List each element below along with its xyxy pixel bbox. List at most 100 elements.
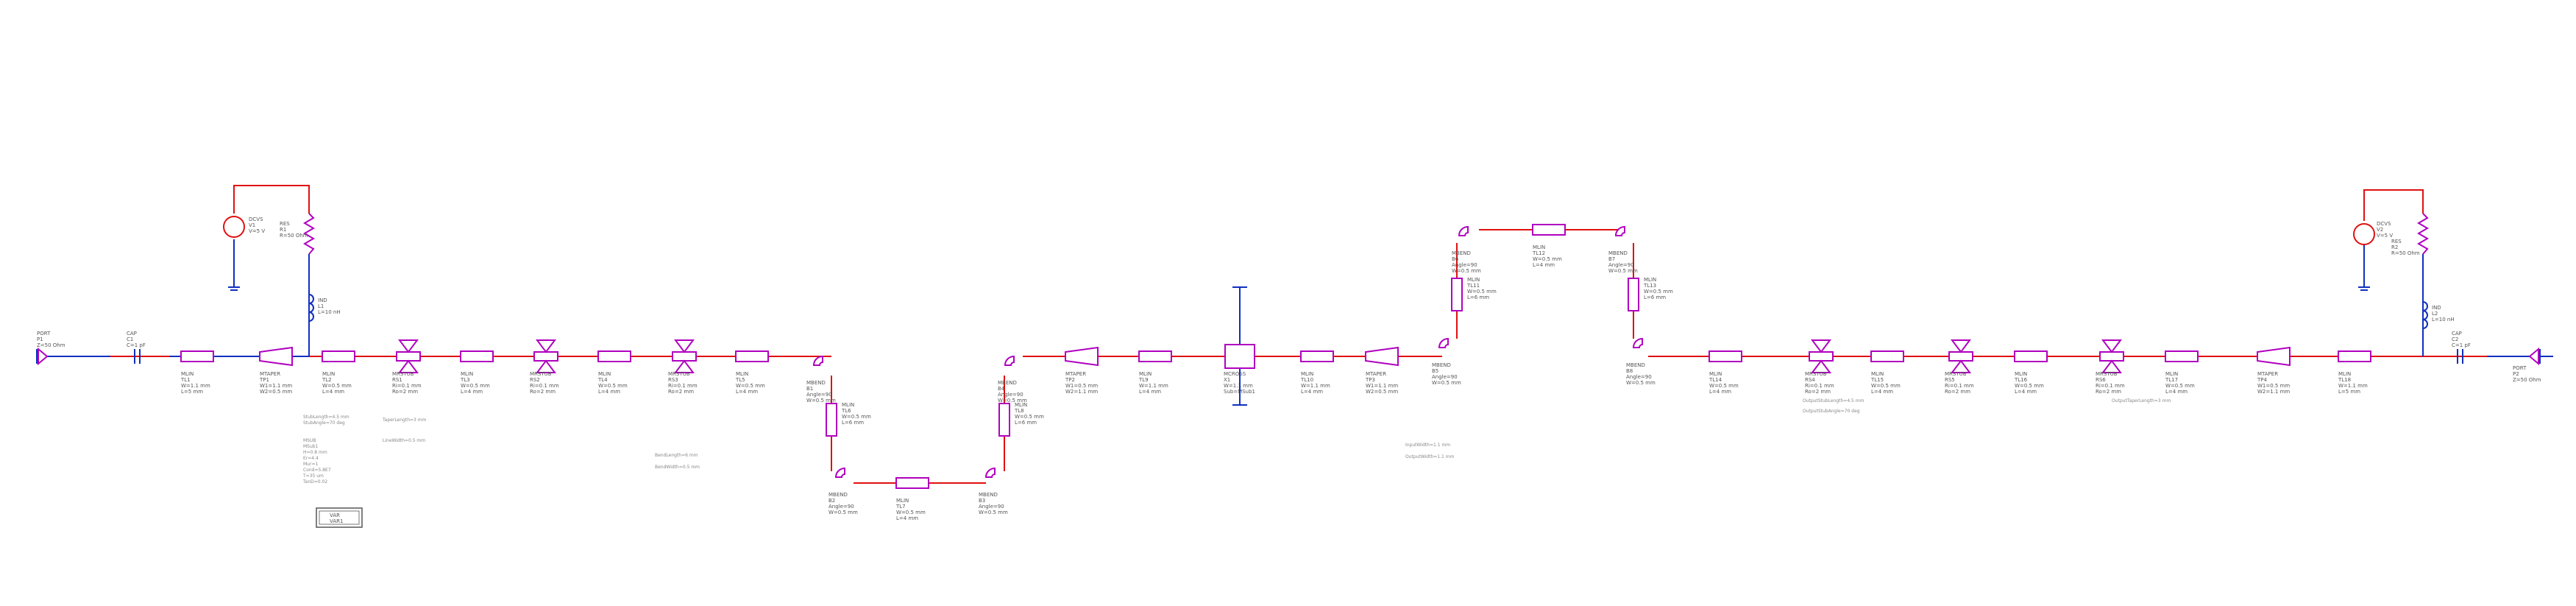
stub-lower	[536, 359, 556, 373]
capacitor-left[interactable]: CAP C1 C=1 pF	[127, 331, 146, 364]
element-label-1: TL15	[1870, 377, 1884, 383]
annotations: StubLength=4.5 mm StubAngle=70 deg Taper…	[303, 398, 2171, 470]
resistor-left[interactable]: RES R1 R=50 Ohm	[280, 213, 315, 255]
element-label-2: W=0.5 mm	[2015, 383, 2044, 389]
stub-lower	[1811, 359, 1831, 373]
element-label-0: MTAPER	[1366, 371, 1386, 377]
port-left[interactable]: PORT P1 Z=50 Ohm	[36, 331, 65, 366]
ind-left-label-1: L1	[318, 303, 324, 309]
element-label-0: MLIN	[1301, 371, 1313, 377]
bias-network-left: DCVS V1 V=5 V RES R1 R=50 Ohm IND L1 L=1…	[223, 185, 341, 356]
dc-source-left[interactable]: DCVS V1 V=5 V	[223, 216, 265, 238]
res-left-label-1: R1	[280, 227, 286, 233]
capacitor-right[interactable]: CAP C2 C=1 pF	[2452, 331, 2471, 364]
element-label-2: Ri=0.1 mm	[530, 383, 559, 389]
element-label-2: Angle=90	[1608, 262, 1634, 268]
element-label-3: W=0.5 mm	[806, 398, 836, 404]
element-label-3: W2=0.5 mm	[1366, 389, 1398, 395]
port-right[interactable]: PORT P2 Z=50 Ohm	[2513, 347, 2541, 383]
element-label-2: W=0.5 mm	[1871, 383, 1901, 389]
var-block[interactable]: VAR VAR1	[316, 507, 363, 528]
element-label-1: B3	[979, 498, 985, 504]
msub-line-0: MSUB	[303, 438, 316, 443]
element-label-2: W=0.5 mm	[598, 383, 628, 389]
element-label-3: L=4 mm	[1871, 389, 1893, 395]
msub-block[interactable]: MSUB MSub1 H=0.8 mm Er=4.4 Mur=1 Cond=5.…	[302, 438, 331, 485]
inductor-right[interactable]: IND L2 L=10 nH	[2422, 301, 2455, 329]
element-label-0: MTAPER	[1065, 371, 1086, 377]
dcvs-right-label-1: V2	[2377, 227, 2383, 233]
element-label-2: Angle=90	[1432, 374, 1458, 380]
element-label-3: L=4 mm	[598, 389, 620, 395]
line-body	[1628, 278, 1639, 311]
resistor-right[interactable]: RES R2 R=50 Ohm	[2391, 213, 2429, 256]
stub-upper	[536, 339, 556, 353]
taper-body	[1365, 346, 1399, 367]
note-right1-1: OutputStubAngle=70 deg	[1803, 409, 1860, 414]
port-left-label-1: P1	[37, 337, 43, 342]
dc-source-right[interactable]: DCVS V2 V=5 V	[2353, 221, 2393, 245]
line-body	[180, 350, 214, 362]
element-label-2: Ri=0.1 mm	[1805, 383, 1834, 389]
element-label-0: MLIN	[2015, 371, 2027, 377]
res-left-label-2: R=50 Ohm	[280, 233, 308, 239]
cap-right-label-2: C=1 pF	[2452, 342, 2471, 348]
inductor-left[interactable]: IND L1 L=10 nH	[308, 294, 341, 322]
element-label-0: MLIN	[181, 371, 194, 377]
cross-junction[interactable]	[1224, 286, 1255, 406]
element-label-0: MLIN	[2165, 371, 2178, 377]
element-label-3: L=4 mm	[896, 515, 918, 521]
bend-body	[1458, 225, 1469, 236]
element-label-3: Ro=2 mm	[2096, 389, 2121, 395]
note-mid1-1: BendWidth=0.5 mm	[655, 465, 700, 470]
element-label-0: MLIN	[2338, 371, 2351, 377]
port-right-label-2: Z=50 Ohm	[2513, 377, 2541, 383]
element-label-0: MLIN	[461, 371, 473, 377]
stub-upper	[674, 339, 695, 353]
bend-body	[1438, 337, 1449, 348]
element-label-2: Ri=0.1 mm	[392, 383, 422, 389]
line-body	[826, 403, 837, 437]
element-label-3: Ro=2 mm	[1945, 389, 1970, 395]
element-label-0: MTAPER	[2257, 371, 2278, 377]
bend-body	[1004, 355, 1015, 366]
element-label-0: MLIN	[842, 402, 854, 408]
element-label-2: Ri=0.1 mm	[1945, 383, 1974, 389]
